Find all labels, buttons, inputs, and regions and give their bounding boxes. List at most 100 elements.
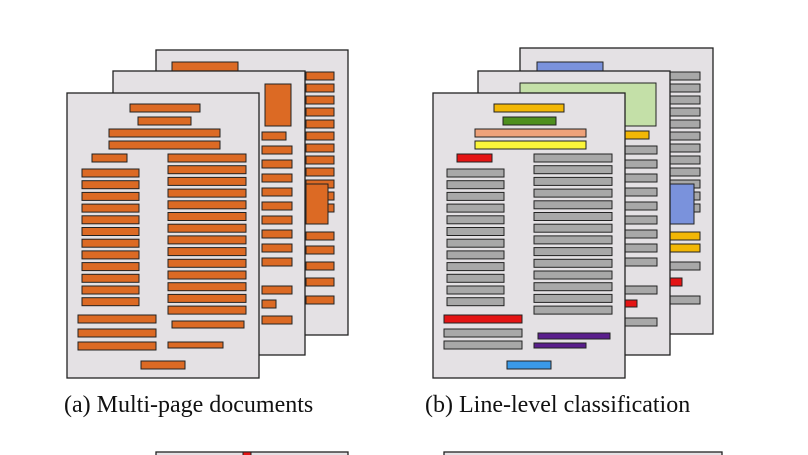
text-line [261, 145, 293, 155]
text-line [533, 188, 613, 198]
caption-multi-page-documents: (a) Multi-page documents [64, 392, 314, 418]
text-line [305, 167, 335, 177]
next-row-page-tops [155, 451, 723, 455]
text-line [446, 250, 505, 260]
text-line [667, 155, 701, 165]
text-line [305, 131, 335, 141]
text-line [167, 247, 247, 257]
text-line [167, 212, 247, 221]
text-line [261, 315, 293, 325]
page-front [432, 92, 626, 379]
caption-line [533, 342, 587, 349]
text-line [533, 153, 613, 163]
text-line [446, 227, 505, 236]
text-line [261, 285, 293, 295]
title-line [129, 103, 201, 113]
text-line [533, 270, 613, 280]
text-line [242, 451, 252, 455]
text-line [167, 176, 247, 186]
text-line [624, 317, 658, 327]
page-number [140, 360, 186, 370]
text-line [667, 119, 701, 129]
text-line [167, 270, 247, 280]
text-line [261, 229, 293, 239]
text-line [81, 297, 140, 307]
text-line [533, 212, 613, 221]
text-line [533, 200, 613, 210]
title-line [493, 103, 565, 113]
text-line [446, 203, 505, 213]
text-line [443, 340, 523, 350]
caption-line-level-classification: (b) Line-level classification [425, 392, 691, 418]
page-sheet-top [443, 451, 723, 455]
caption-line [667, 243, 701, 253]
text-line [305, 95, 335, 105]
text-line [77, 341, 157, 351]
text-line [81, 273, 140, 283]
caption-line [171, 320, 245, 329]
text-line [446, 297, 505, 307]
text-line [261, 243, 293, 253]
text-line [443, 328, 523, 338]
section-heading [91, 153, 128, 163]
text-line [171, 61, 239, 72]
heading-line [474, 128, 587, 138]
page-sheet-top [155, 451, 349, 455]
text-line [261, 257, 293, 267]
subtitle-line [137, 116, 192, 126]
section-heading [456, 153, 493, 163]
page-front [66, 92, 260, 379]
caption-line [167, 341, 224, 349]
text-line [624, 257, 658, 267]
text-line [624, 159, 658, 169]
text-line [533, 247, 613, 257]
heading-line [474, 140, 587, 150]
text-line [667, 71, 701, 81]
text-line [667, 143, 701, 153]
title-line [536, 61, 604, 72]
figure-block [264, 83, 292, 127]
text-line [305, 277, 335, 287]
text-line [624, 201, 658, 211]
text-line [533, 165, 613, 175]
text-line [667, 107, 701, 117]
text-line [533, 176, 613, 186]
figure-block [667, 183, 695, 225]
text-line [305, 83, 335, 93]
text-line [305, 231, 335, 241]
text-line [261, 131, 287, 141]
subtitle-line [502, 116, 557, 126]
text-line [261, 187, 293, 197]
text-line [261, 159, 293, 169]
text-line [624, 285, 658, 295]
text-line [167, 293, 247, 303]
heading-line [108, 140, 221, 150]
text-line [81, 180, 140, 190]
text-line [624, 173, 658, 183]
text-line [624, 229, 658, 239]
section-heading [443, 314, 523, 324]
text-line [261, 173, 293, 183]
text-line [77, 314, 157, 324]
text-line [624, 145, 658, 155]
text-line [81, 238, 140, 248]
text-line [81, 227, 140, 236]
text-line [533, 282, 613, 292]
text-line [167, 188, 247, 198]
text-line [446, 168, 505, 178]
text-line [667, 261, 701, 271]
text-line [261, 215, 293, 225]
text-line [446, 273, 505, 283]
text-line [81, 285, 140, 295]
text-line [167, 258, 247, 268]
text-line [167, 200, 247, 210]
text-line [305, 107, 335, 117]
text-line [305, 119, 335, 129]
text-line [81, 203, 140, 213]
panel-multi-page-documents [66, 49, 349, 379]
text-line [167, 282, 247, 292]
text-line [667, 295, 701, 305]
text-line [446, 191, 505, 201]
text-line [167, 305, 247, 315]
